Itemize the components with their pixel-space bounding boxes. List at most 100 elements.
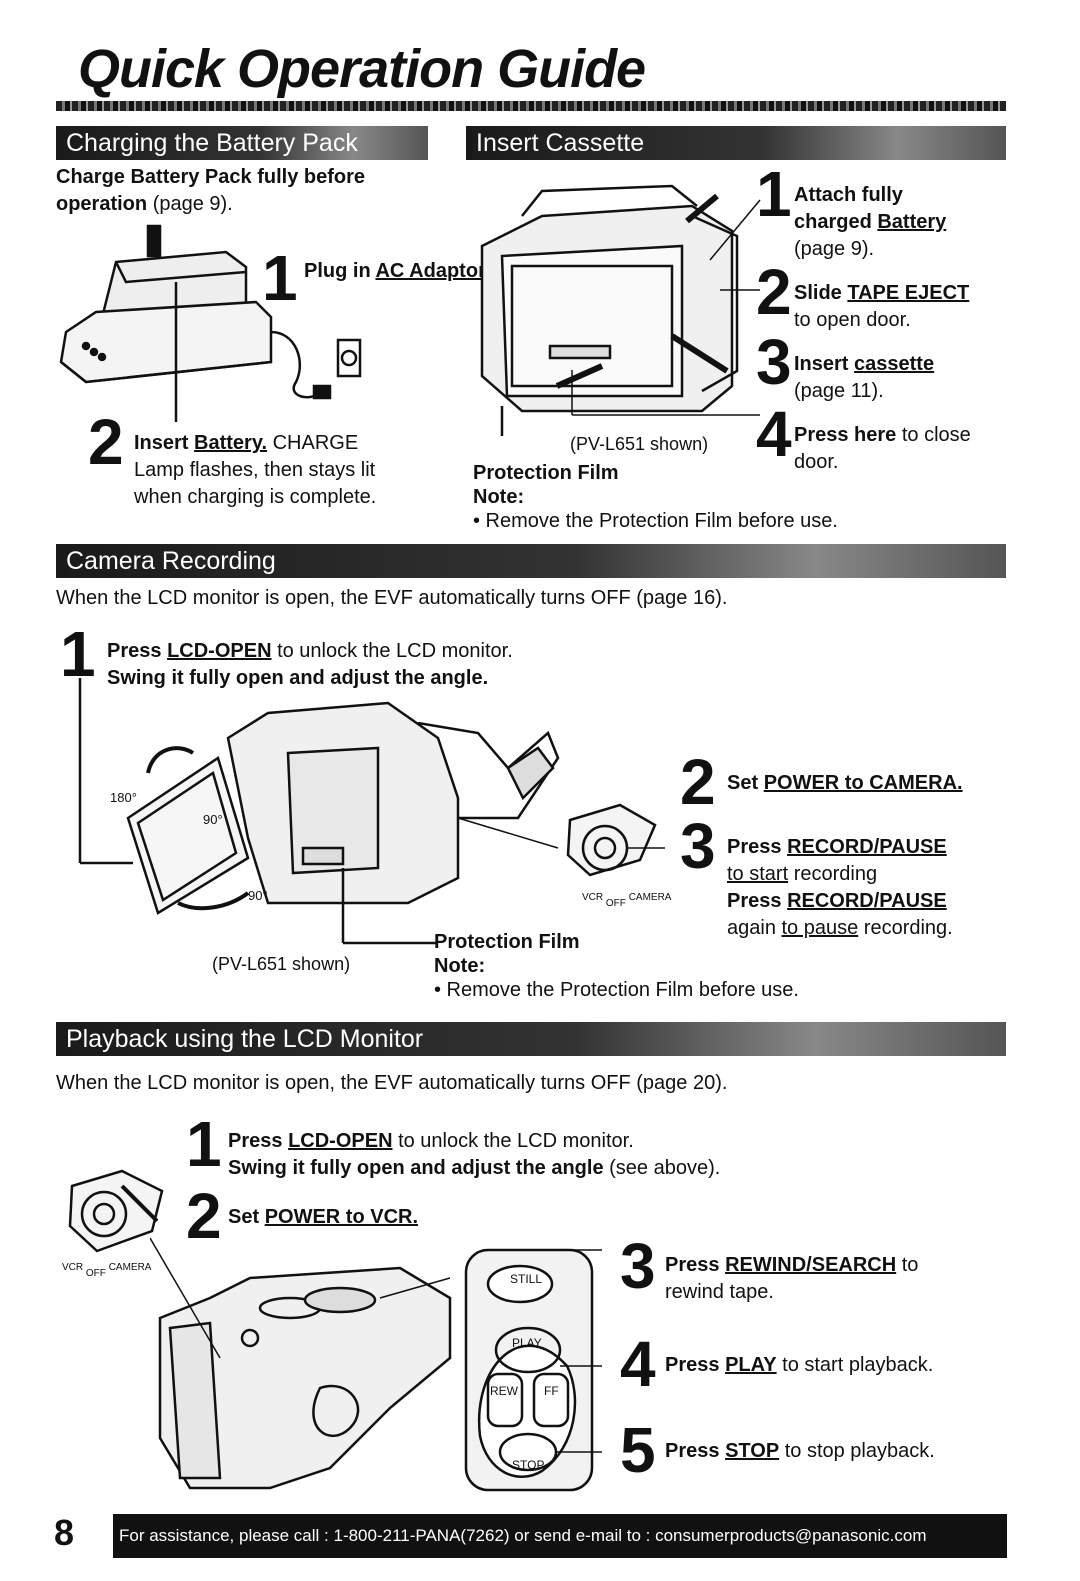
playback-step3-number: 3: [620, 1230, 656, 1302]
camera-step2-power-camera: POWER to CAMERA.: [763, 772, 963, 794]
playback-step5-number: 5: [620, 1414, 656, 1486]
playback-intro: When the LCD monitor is open, the EVF au…: [56, 1072, 728, 1094]
playback-step3-a: Press: [665, 1254, 726, 1276]
playback-step3-d: rewind tape.: [665, 1281, 774, 1303]
insert-step2-tape-eject: TAPE EJECT: [847, 282, 970, 304]
insert-step1-battery: Battery: [877, 211, 947, 233]
button-rew-label[interactable]: REW: [490, 1384, 518, 1398]
page-title: Quick Operation Guide: [78, 39, 646, 99]
camera-step1-lcd-open: LCD-OPEN: [167, 640, 272, 662]
insert-step1-number: 1: [756, 158, 792, 230]
camera-step1-number: 1: [60, 618, 96, 690]
insert-note-text: • Remove the Protection Film before use.: [473, 510, 838, 532]
insert-step4-text: Press here to close door.: [794, 422, 1024, 476]
insert-step4-number: 4: [756, 398, 792, 470]
playback-step1-e: (see above).: [603, 1157, 721, 1179]
playback-step5-a: Press: [665, 1440, 726, 1462]
charging-step2-number: 2: [88, 406, 124, 478]
switch-label-off: OFF: [605, 898, 626, 909]
insert-step4-b: to close: [896, 424, 971, 446]
section-header-charging: Charging the Battery Pack: [56, 126, 428, 160]
camera-angle-90-top: 90°: [203, 812, 223, 827]
playback-step1-a: Press: [228, 1130, 289, 1152]
playback-step2-power-vcr: POWER to VCR.: [264, 1206, 419, 1228]
camera-step3-i: recording.: [858, 917, 953, 939]
camera-step3-record-pause: RECORD/PAUSE: [787, 836, 947, 858]
camera-step1-text: Press LCD-OPEN to unlock the LCD monitor…: [107, 638, 707, 692]
playback-step2-a: Set: [228, 1206, 265, 1228]
camera-step1-d: Swing it fully open and adjust the angle…: [107, 667, 489, 689]
camera-protection-film: Protection Film: [434, 931, 580, 953]
insert-step1-a: Attach fully: [794, 184, 903, 206]
button-still-label[interactable]: STILL: [510, 1272, 543, 1286]
playback-step1-d: Swing it fully open and adjust the angle: [228, 1157, 604, 1179]
insert-note-label: Note:: [473, 486, 525, 508]
charging-step2-d: Lamp flashes, then stays lit: [134, 459, 376, 481]
charging-step2-battery: Battery.: [194, 432, 268, 454]
power-switch-vcr-illustration: [68, 1169, 164, 1253]
charging-step2-e: when charging is complete.: [134, 486, 377, 508]
insert-step3-number: 3: [756, 326, 792, 398]
camera-note-label: Note:: [434, 955, 486, 977]
camera-step3-a: Press: [727, 836, 788, 858]
camera-step1-a: Press: [107, 640, 168, 662]
button-ff-label[interactable]: FF: [544, 1384, 559, 1398]
insert-step2-a: Slide: [794, 282, 848, 304]
playback-step1-text: Press LCD-OPEN to unlock the LCD monitor…: [228, 1128, 928, 1182]
section-header-camera-label: Camera Recording: [66, 547, 276, 575]
playback-step5-c: to stop playback.: [779, 1440, 935, 1462]
camera-note-text: • Remove the Protection Film before use.: [434, 979, 799, 1001]
insert-step4-a: Press here: [794, 424, 897, 446]
charging-intro-bold: Charge Battery Pack fully before operati…: [56, 166, 365, 215]
camera-angle-90-bottom: 90°: [248, 888, 268, 903]
insert-step3-a: Insert: [794, 353, 855, 375]
playback-step3-text: Press REWIND/SEARCH to rewind tape.: [665, 1252, 1005, 1306]
charging-step2-a: Insert: [134, 432, 195, 454]
assistance-footer: For assistance, please call : 1-800-211-…: [113, 1514, 1007, 1558]
playback-step1-number: 1: [186, 1108, 222, 1180]
insert-step1-d: (page 9).: [794, 238, 875, 260]
insert-step4-c: door.: [794, 451, 839, 473]
charging-intro-page: (page 9).: [152, 193, 233, 215]
insert-step1-b: charged: [794, 211, 878, 233]
camcorder-lcd-open-illustration: [78, 678, 560, 945]
title-rule: [56, 101, 1006, 111]
playback-step5-text: Press STOP to stop playback.: [665, 1438, 1005, 1465]
camera-step3-d: recording: [788, 863, 878, 885]
charging-intro: Charge Battery Pack fully before operati…: [56, 164, 446, 218]
playback-step4-play: PLAY: [725, 1354, 777, 1376]
section-header-playback-label: Playback using the LCD Monitor: [66, 1025, 424, 1053]
insert-step3-text: Insert cassette (page 11).: [794, 351, 1014, 405]
playback-step3-c: to: [896, 1254, 919, 1276]
battery-charger-illustration: [59, 224, 362, 422]
camera-model-caption: (PV-L651 shown): [212, 954, 351, 974]
playback-step1-lcd-open: LCD-OPEN: [288, 1130, 393, 1152]
camera-step2-text: Set POWER to CAMERA.: [727, 770, 963, 797]
charging-step2-text: Insert Battery. CHARGE Lamp flashes, the…: [134, 430, 454, 511]
charging-step1-a: Plug in: [304, 260, 376, 282]
charging-step2-c: CHARGE: [267, 432, 359, 454]
playback-step4-c: to start playback.: [776, 1354, 934, 1376]
power-switch-camera-illustration: [566, 803, 665, 877]
camera-step3-record-pause-2: RECORD/PAUSE: [787, 890, 947, 912]
section-header-playback: Playback using the LCD Monitor: [56, 1022, 1006, 1056]
switch-label-vcr: VCR: [582, 892, 604, 903]
camera-step3-h: to pause: [781, 917, 859, 939]
playback-step4-text: Press PLAY to start playback.: [665, 1352, 1005, 1379]
insert-step2-c: to open door.: [794, 309, 911, 331]
insert-step2-number: 2: [756, 256, 792, 328]
playback-button-panel: [464, 1248, 602, 1492]
camera-step2-a: Set: [727, 772, 764, 794]
pb-switch-label-off: OFF: [85, 1268, 106, 1279]
pb-switch-label-camera: CAMERA: [108, 1262, 152, 1273]
insert-model-caption: (PV-L651 shown): [570, 434, 709, 454]
button-stop-label[interactable]: STOP: [512, 1458, 545, 1472]
charging-step1-number: 1: [262, 242, 298, 314]
playback-step2-text: Set POWER to VCR.: [228, 1204, 418, 1231]
insert-step3-c: (page 11).: [794, 380, 884, 402]
button-play-label[interactable]: PLAY: [512, 1336, 542, 1350]
switch-label-camera: CAMERA: [628, 892, 672, 903]
camera-step1-c: to unlock the LCD monitor.: [271, 640, 513, 662]
playback-switch-labels: VCR OFF CAMERA: [62, 1262, 152, 1279]
camera-intro: When the LCD monitor is open, the EVF au…: [56, 587, 728, 609]
